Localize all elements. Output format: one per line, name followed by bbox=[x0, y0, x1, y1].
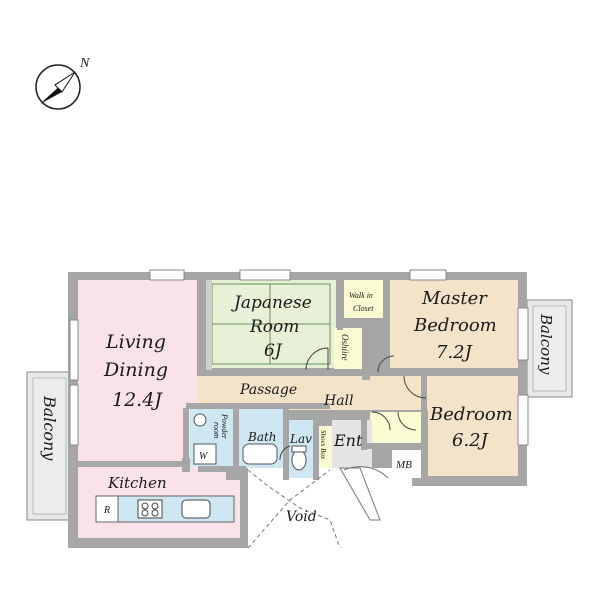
svg-text:Living: Living bbox=[105, 331, 166, 353]
balcony-left-label: Balcony bbox=[40, 395, 59, 461]
refrigerator-box bbox=[95, 495, 119, 523]
entrance-steps bbox=[339, 467, 381, 521]
north-compass-icon: N bbox=[35, 56, 90, 110]
closet-area-hall bbox=[370, 412, 422, 446]
r-label: R bbox=[103, 505, 110, 516]
svg-text:Master: Master bbox=[421, 288, 488, 309]
shoes-box-label: Shoes Box bbox=[319, 430, 327, 460]
walk-in-closet-area bbox=[344, 280, 384, 318]
svg-text:Bedroom: Bedroom bbox=[413, 315, 497, 336]
ent-label: Ent bbox=[333, 431, 363, 450]
hall-label: Hall bbox=[323, 393, 354, 409]
mb-area bbox=[392, 450, 422, 478]
void-label: Void bbox=[286, 509, 317, 525]
bedroom-label: Bedroom 6.2J bbox=[429, 404, 513, 451]
bath-label: Bath bbox=[247, 430, 277, 444]
kitchen-counter bbox=[95, 495, 235, 523]
svg-text:Room: Room bbox=[249, 317, 299, 337]
powder-room-label: Powder room bbox=[212, 413, 229, 440]
sink-icon bbox=[193, 413, 207, 427]
svg-text:Japanese: Japanese bbox=[231, 293, 312, 313]
mb-label: MB bbox=[395, 459, 412, 471]
svg-text:Walk in: Walk in bbox=[349, 291, 373, 300]
svg-text:Closet: Closet bbox=[353, 304, 374, 313]
svg-text:6J: 6J bbox=[264, 341, 283, 361]
oshiire-area bbox=[334, 328, 362, 370]
compass-north-label: N bbox=[79, 56, 90, 71]
svg-text:12.4J: 12.4J bbox=[112, 389, 163, 411]
japanese-room-label: Japanese Room 6J bbox=[231, 293, 312, 361]
svg-text:7.2J: 7.2J bbox=[436, 342, 474, 363]
svg-text:6.2J: 6.2J bbox=[452, 430, 490, 451]
stove-icon bbox=[137, 499, 163, 519]
living-dining-area bbox=[78, 280, 198, 472]
svg-text:Powder: Powder bbox=[220, 413, 229, 440]
kitchen-sink-icon bbox=[181, 499, 211, 519]
master-bedroom-label: Master Bedroom 7.2J bbox=[413, 288, 497, 363]
passage-label: Passage bbox=[239, 382, 297, 398]
svg-text:Dining: Dining bbox=[103, 359, 168, 381]
bathtub-icon bbox=[242, 443, 278, 465]
bedroom-area bbox=[428, 376, 518, 476]
walk-in-closet-label: Walk in Closet bbox=[349, 291, 374, 313]
windows bbox=[69, 269, 529, 446]
washer-box bbox=[193, 443, 217, 465]
oshiire-label: Oshiire bbox=[340, 334, 350, 361]
toilet-icon bbox=[291, 449, 307, 471]
living-dining-label: Living Dining 12.4J bbox=[103, 331, 168, 411]
lav-label: Lav bbox=[289, 432, 312, 446]
w-label: W bbox=[199, 451, 209, 462]
balcony-right-label: Balcony bbox=[537, 313, 555, 375]
master-bedroom-area bbox=[390, 280, 518, 368]
svg-text:Bedroom: Bedroom bbox=[429, 404, 513, 425]
shoes-box-area bbox=[318, 426, 332, 468]
svg-text:room: room bbox=[212, 422, 221, 439]
kitchen-label: Kitchen bbox=[107, 474, 167, 492]
hall-area-2 bbox=[372, 376, 428, 410]
